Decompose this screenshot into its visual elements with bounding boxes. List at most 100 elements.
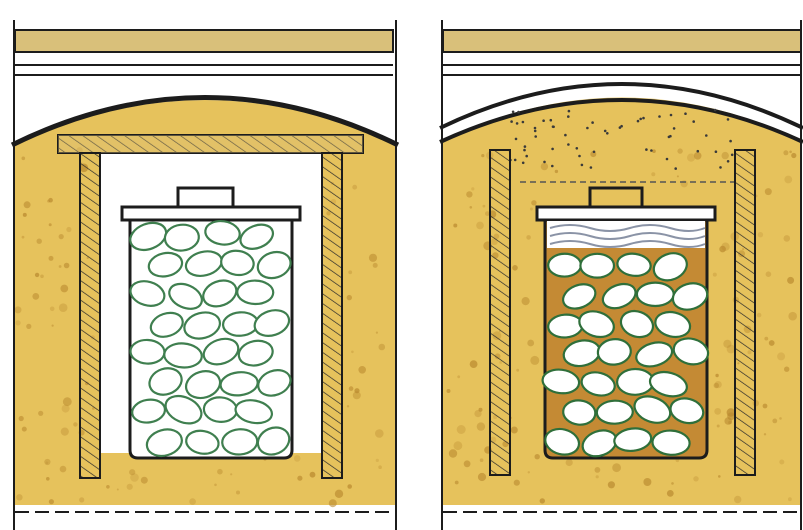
soil-speck xyxy=(334,489,344,498)
sand-dot xyxy=(713,108,717,112)
soil-speck xyxy=(47,199,51,203)
egg xyxy=(648,370,688,398)
left-arch xyxy=(10,95,400,148)
soil-speck xyxy=(116,488,119,491)
left-post-right xyxy=(321,152,343,479)
soil-speck xyxy=(23,201,31,209)
sand-dot xyxy=(696,149,700,153)
sand-dot xyxy=(618,126,622,129)
egg xyxy=(149,311,184,338)
sand-dot xyxy=(521,161,525,165)
soil-speck xyxy=(671,482,674,485)
right-panel xyxy=(439,20,803,530)
right-post-right xyxy=(734,149,756,476)
sand-dot xyxy=(672,127,676,130)
egg xyxy=(234,399,274,425)
egg xyxy=(184,370,222,400)
soil-speck xyxy=(375,458,379,462)
soil-speck xyxy=(346,294,352,301)
soil-speck xyxy=(724,417,732,425)
sand-dot xyxy=(674,167,677,170)
left-ceiling-beam xyxy=(14,29,394,76)
soil-speck xyxy=(784,366,790,372)
soil-speck xyxy=(719,245,726,253)
soil-speck xyxy=(189,498,196,505)
sand-dot xyxy=(726,118,730,121)
egg xyxy=(237,339,274,367)
sand-dot xyxy=(692,120,695,123)
sand-dot xyxy=(549,118,553,122)
egg xyxy=(615,367,655,396)
sand-dot xyxy=(658,115,661,118)
right-pail-handle xyxy=(588,186,644,207)
soil-speck xyxy=(453,441,463,451)
soil-speck xyxy=(454,480,459,485)
left-eggs xyxy=(129,219,292,458)
soil-speck xyxy=(529,207,533,211)
sand-dot xyxy=(513,158,517,162)
soil-speck xyxy=(783,235,791,242)
right-pail-waves xyxy=(549,224,706,248)
sand-dot xyxy=(730,153,734,157)
soil-speck xyxy=(34,272,40,278)
soil-speck xyxy=(456,425,466,434)
egg xyxy=(236,279,275,306)
soil-speck xyxy=(595,475,599,479)
left-soil-specks xyxy=(14,147,386,508)
soil-speck xyxy=(61,404,70,413)
egg xyxy=(635,341,674,368)
soil-speck xyxy=(463,460,471,468)
soil-speck xyxy=(512,265,518,271)
soil-speck xyxy=(476,221,484,230)
sand-dot xyxy=(669,134,672,138)
sand-dot xyxy=(523,148,526,152)
left-pail-handle xyxy=(176,186,235,207)
soil-speck xyxy=(784,175,793,184)
soil-speck xyxy=(607,481,616,489)
soil-speck xyxy=(527,339,535,347)
soil-speck xyxy=(129,469,136,476)
soil-speck xyxy=(58,303,68,313)
soil-speck xyxy=(531,200,537,206)
soil-speck xyxy=(48,223,52,227)
soil-speck xyxy=(51,324,54,327)
soil-speck xyxy=(60,284,69,293)
egg xyxy=(561,283,597,310)
sand-dot xyxy=(589,166,593,169)
soil-speck xyxy=(36,238,42,244)
sand-dot xyxy=(642,116,645,120)
soil-speck xyxy=(772,418,778,424)
soil-speck xyxy=(448,449,458,458)
soil-speck xyxy=(48,197,53,203)
sand-dot xyxy=(636,119,640,123)
soil-speck xyxy=(693,152,702,160)
soil-speck xyxy=(46,477,50,481)
soil-speck xyxy=(375,429,384,438)
soil-speck xyxy=(734,495,742,504)
sand-dot xyxy=(726,160,730,163)
egg xyxy=(580,371,616,397)
right-arch-inner xyxy=(439,98,803,144)
left-panel xyxy=(10,20,400,530)
soil-speck xyxy=(783,150,789,156)
right-post-left xyxy=(489,149,511,476)
egg xyxy=(163,342,203,369)
sand-dot xyxy=(521,120,525,124)
soil-speck xyxy=(779,459,785,465)
soil-speck xyxy=(478,407,483,412)
soil-speck xyxy=(79,497,85,503)
soil-speck xyxy=(106,485,110,489)
egg xyxy=(578,310,615,339)
sand-dot xyxy=(543,160,546,164)
sand-dot xyxy=(517,110,520,114)
sand-dot xyxy=(567,115,570,118)
soil-speck xyxy=(126,483,133,490)
soil-speck xyxy=(530,355,540,365)
sand-dot xyxy=(525,154,528,158)
egg xyxy=(220,249,255,277)
right-ceiling-beam xyxy=(442,29,802,76)
sand-dot xyxy=(586,126,589,130)
soil-speck xyxy=(457,375,461,379)
soil-speck xyxy=(718,475,721,478)
sand-dot xyxy=(533,126,537,130)
